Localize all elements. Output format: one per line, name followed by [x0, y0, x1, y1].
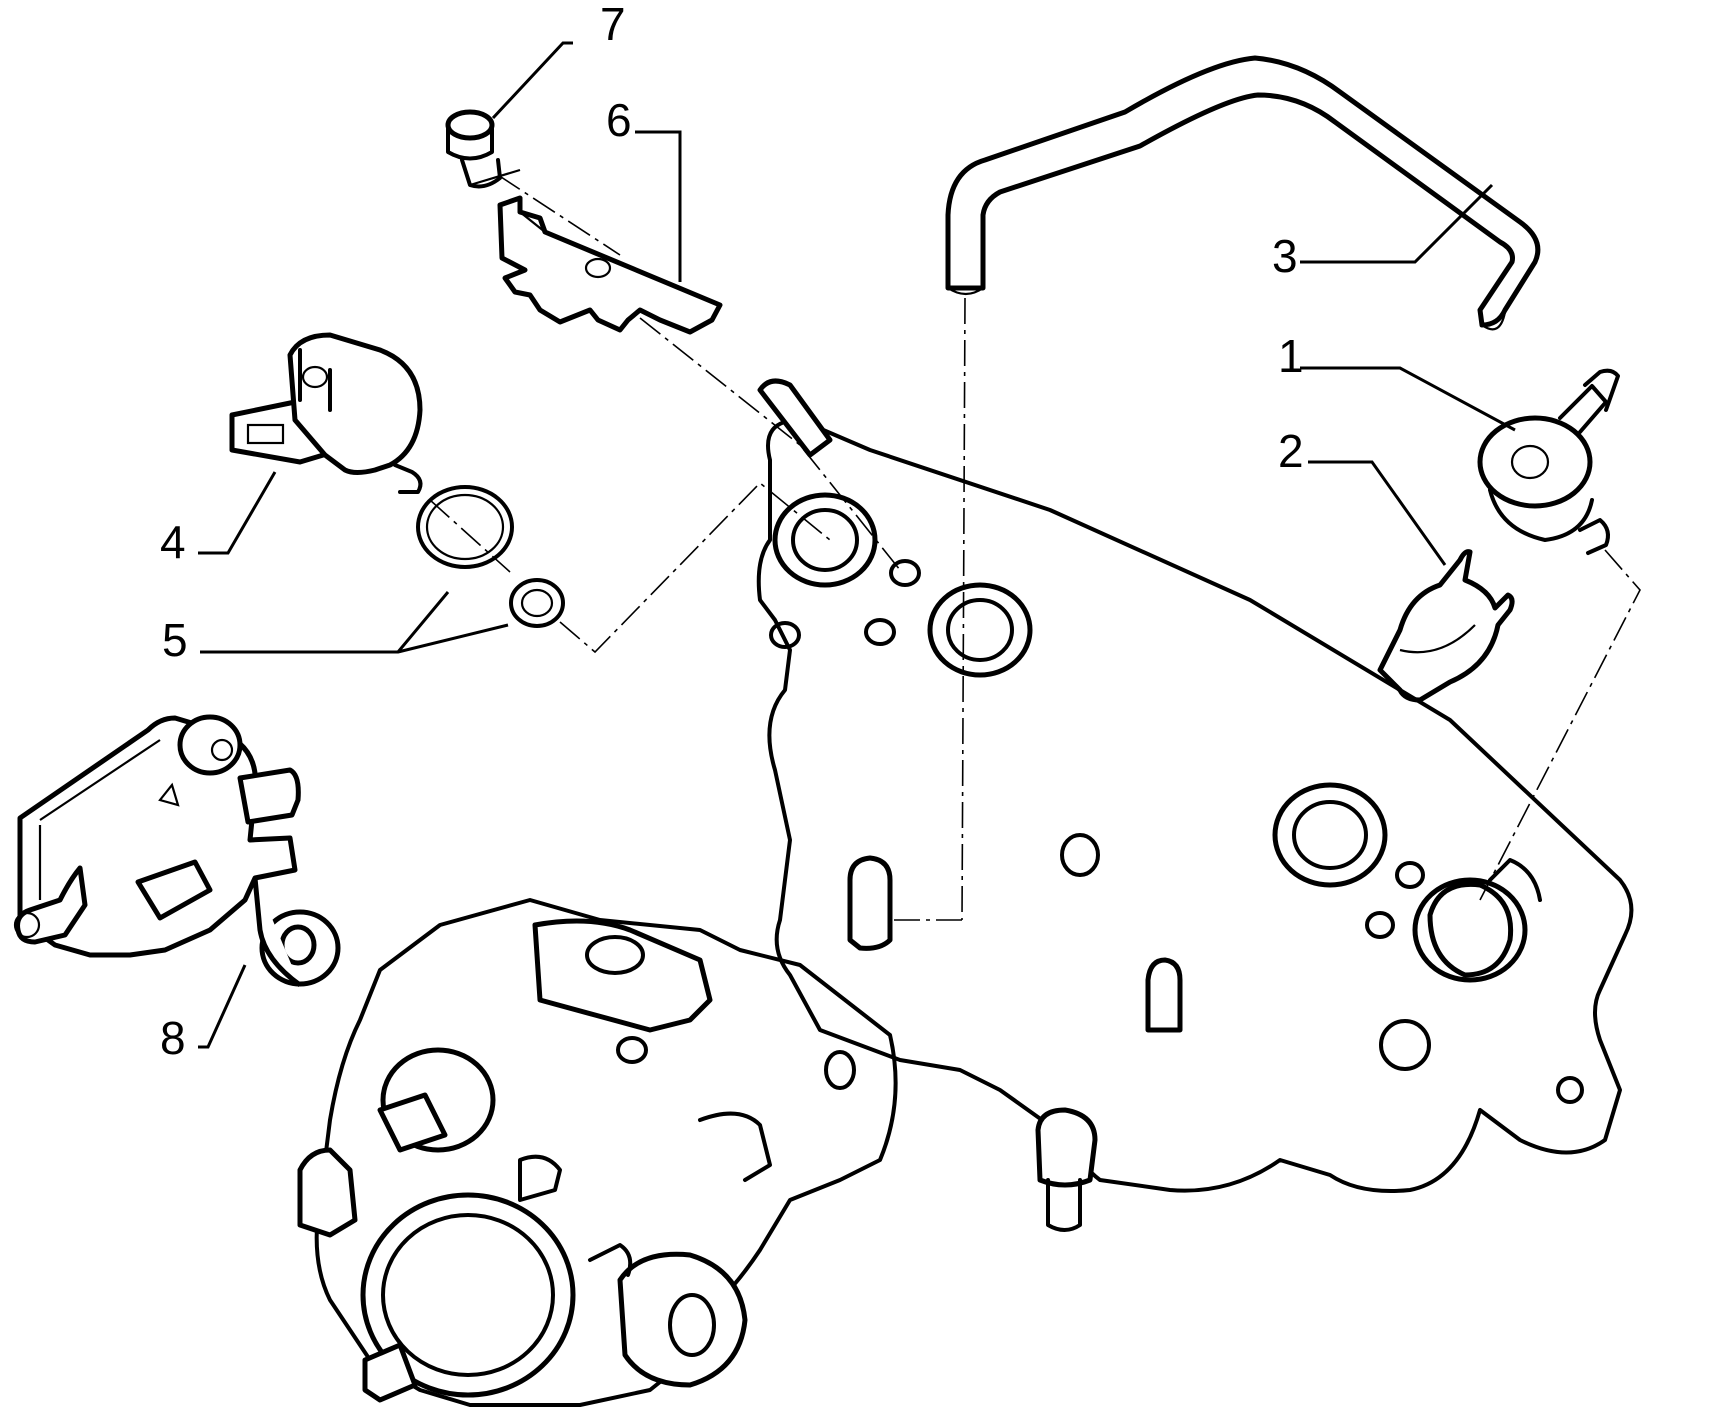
part-4-injector — [229, 332, 423, 494]
part-1-valve — [1477, 368, 1620, 555]
callout-2: 2 — [1278, 425, 1304, 477]
part-2-clip — [1377, 549, 1515, 703]
callout-6: 6 — [606, 94, 632, 146]
callout-labels: 1 2 3 4 5 6 7 8 — [160, 0, 1304, 1064]
callout-3: 3 — [1272, 230, 1298, 282]
callout-leaders — [198, 41, 1516, 1049]
part-5-o-rings — [416, 485, 565, 628]
intake-manifold — [756, 378, 1634, 1232]
callout-4: 4 — [160, 516, 186, 568]
part-7-screw — [445, 109, 521, 189]
assembly-lines — [429, 174, 1641, 925]
callout-1: 1 — [1278, 330, 1304, 382]
callout-7: 7 — [600, 0, 626, 50]
callout-8: 8 — [160, 1012, 186, 1064]
part-3-hose — [945, 55, 1541, 331]
callout-5: 5 — [162, 614, 188, 666]
part-8-sensor — [13, 714, 341, 988]
throttle-body — [297, 898, 898, 1407]
part-6-bracket — [497, 195, 723, 335]
